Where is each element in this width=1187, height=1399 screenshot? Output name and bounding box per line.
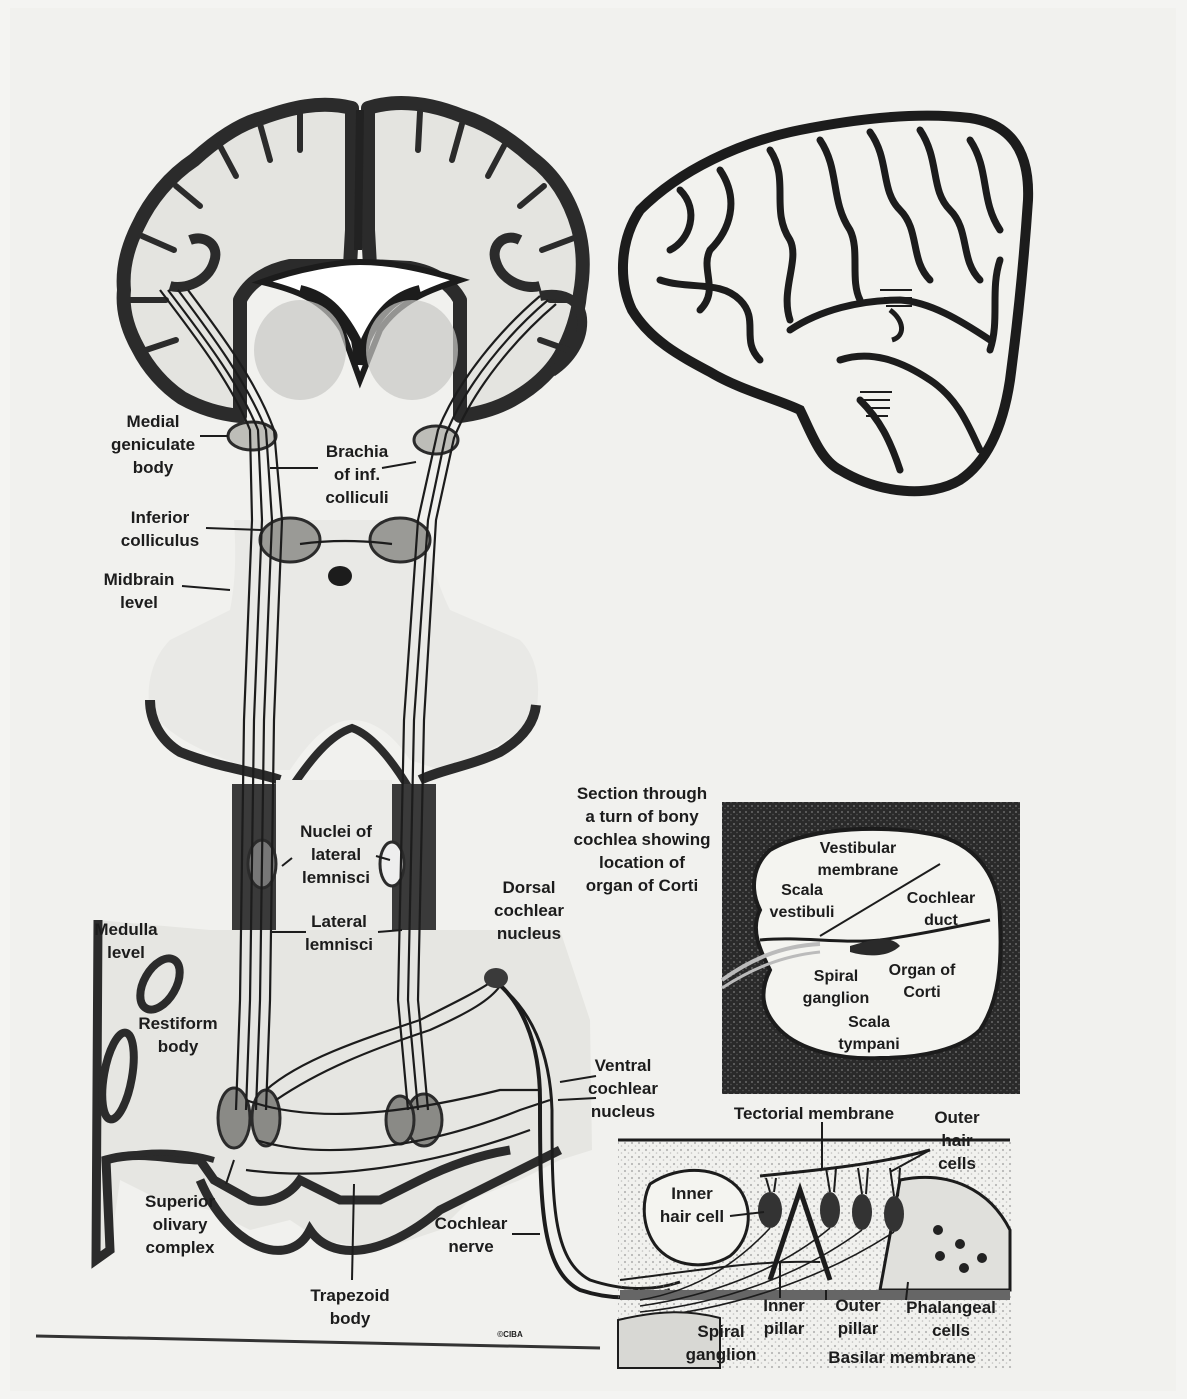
label-cochlear-duct: Cochlear duct [896, 888, 986, 932]
label-spiral-ganglion: Spiral ganglion [676, 1320, 766, 1366]
label-spiral-ganglion-inset: Spiral ganglion [790, 966, 882, 1010]
label-brachia-inf-colliculi: Brachia of inf. colliculi [312, 440, 402, 509]
coronal-brain-section [124, 103, 583, 416]
label-basilar-membrane: Basilar membrane [816, 1346, 988, 1369]
label-tectorial-membrane: Tectorial membrane [716, 1102, 912, 1125]
label-restiform-body: Restiform body [128, 1012, 228, 1058]
label-outer-hair-cells: Outer hair cells [922, 1106, 992, 1175]
label-scala-tympani: Scala tympani [826, 1012, 912, 1056]
label-medulla-level: Medulla level [84, 918, 168, 964]
label-lateral-lemnisci: Lateral lemnisci [296, 910, 382, 956]
label-vestibular-membrane: Vestibular membrane [806, 838, 910, 882]
copyright-mark: ©CIBA [490, 1330, 530, 1340]
label-superior-olivary-complex: Superior olivary complex [130, 1190, 230, 1259]
lateral-brain-view [623, 116, 1028, 492]
label-inferior-colliculus: Inferior colliculus [112, 506, 208, 552]
cerebral-aqueduct [328, 566, 352, 586]
label-section-caption: Section through a turn of bony cochlea s… [560, 782, 724, 897]
label-ventral-cochlear-nucleus: Ventral cochlear nucleus [578, 1054, 668, 1123]
label-nuclei-lateral-lemnisci: Nuclei of lateral lemnisci [290, 820, 382, 889]
label-cochlear-nerve: Cochlear nerve [428, 1212, 514, 1258]
label-medial-geniculate-body: Medial geniculate body [98, 410, 208, 479]
label-inner-hair-cell: Inner hair cell [650, 1182, 734, 1228]
label-scala-vestibuli: Scala vestibuli [762, 880, 842, 924]
label-phalangeal-cells: Phalangeal cells [896, 1296, 1006, 1342]
label-trapezoid-body: Trapezoid body [300, 1284, 400, 1330]
label-midbrain-level: Midbrain level [94, 568, 184, 614]
label-organ-of-corti: Organ of Corti [874, 960, 970, 1004]
label-outer-pillar: Outer pillar [826, 1294, 890, 1340]
